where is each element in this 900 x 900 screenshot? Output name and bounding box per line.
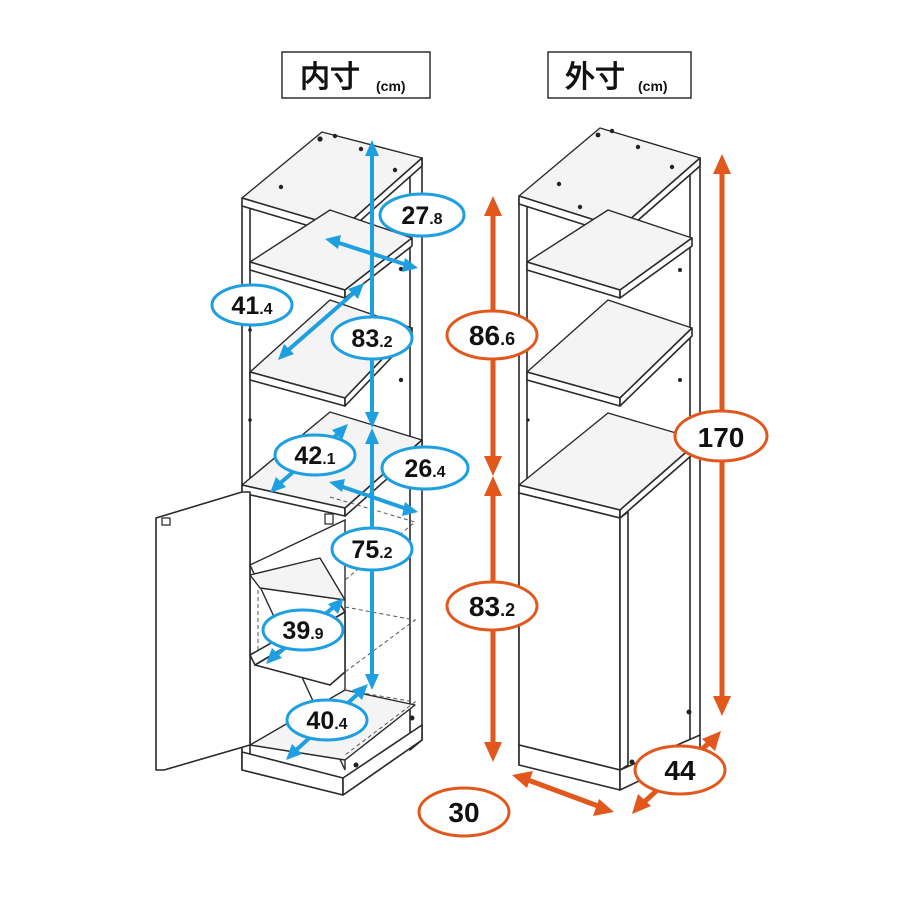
label-upper-inner-height-int: 83 <box>351 325 379 353</box>
label-outer-total-height-text: 170 <box>698 422 745 453</box>
label-top-depth: 27.8 <box>378 192 466 238</box>
outer-title-unit: (cm) <box>638 78 668 94</box>
label-inner-shelf-width-dec: .9 <box>310 626 323 643</box>
svg-text:26.4: 26.4 <box>404 455 445 483</box>
label-mid-depth-dec: .4 <box>432 464 445 481</box>
label-bottom-width: 40.4 <box>285 698 369 742</box>
label-outer-upper-height-int: 86 <box>469 320 500 351</box>
label-shelf-width-int: 41 <box>231 292 259 320</box>
svg-text:40.4: 40.4 <box>306 707 347 735</box>
label-outer-lower-height-int: 83 <box>469 591 500 622</box>
label-top-depth-dec: .8 <box>429 211 442 228</box>
label-outer-upper-height: 86.6 <box>445 309 539 361</box>
label-mid-depth: 26.4 <box>380 445 470 491</box>
svg-text:27.8: 27.8 <box>401 202 442 230</box>
svg-text:42.1: 42.1 <box>294 442 335 470</box>
label-outer-width: 30 <box>417 786 511 838</box>
inner-title: 内寸 (cm) <box>281 51 431 99</box>
svg-text:39.9: 39.9 <box>282 617 323 645</box>
outer-title: 外寸 (cm) <box>547 51 692 99</box>
label-outer-lower-height-dec: .2 <box>500 600 515 620</box>
label-shelf-width: 41.4 <box>210 283 294 327</box>
svg-text:75.2: 75.2 <box>351 536 392 564</box>
svg-text:83.2: 83.2 <box>469 591 515 622</box>
label-shelf-width-dec: .4 <box>259 301 272 318</box>
label-mid-width-dec: .1 <box>322 451 335 468</box>
label-mid-depth-int: 26 <box>404 455 432 483</box>
inner-cabinet-drawing <box>155 131 423 796</box>
label-outer-depth-text: 44 <box>664 755 696 786</box>
label-upper-inner-height: 83.2 <box>330 315 414 361</box>
label-outer-lower-height: 83.2 <box>445 580 539 632</box>
svg-text:41.4: 41.4 <box>231 292 272 320</box>
outer-title-text: 外寸 <box>565 60 625 95</box>
label-inner-shelf-width: 39.9 <box>261 608 345 652</box>
label-bottom-width-int: 40 <box>306 707 334 735</box>
outer-cabinet-drawing <box>518 127 701 791</box>
label-lower-inner-height-dec: .2 <box>379 545 392 562</box>
inner-title-text: 内寸 <box>300 60 360 95</box>
label-lower-inner-height: 75.2 <box>330 526 414 572</box>
label-top-depth-int: 27 <box>401 202 429 230</box>
label-outer-total-height: 170 <box>673 409 769 463</box>
label-inner-shelf-width-int: 39 <box>282 617 310 645</box>
label-bottom-width-dec: .4 <box>334 716 347 733</box>
inner-title-unit: (cm) <box>376 78 406 94</box>
label-outer-upper-height-dec: .6 <box>500 329 515 349</box>
label-mid-width-int: 42 <box>294 442 322 470</box>
label-outer-depth: 44 <box>633 744 727 796</box>
label-outer-width-text: 30 <box>448 797 479 828</box>
label-mid-width: 42.1 <box>273 433 357 477</box>
svg-text:83.2: 83.2 <box>351 325 392 353</box>
label-upper-inner-height-dec: .2 <box>379 334 392 351</box>
svg-text:86.6: 86.6 <box>469 320 515 351</box>
label-lower-inner-height-int: 75 <box>351 536 379 564</box>
